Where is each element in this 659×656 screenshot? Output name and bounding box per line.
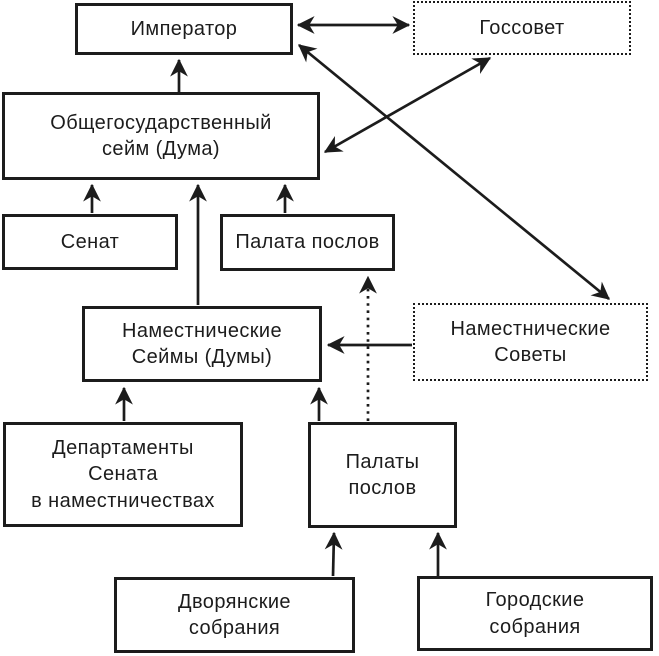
node-gossovet: Госсовет xyxy=(413,1,631,55)
node-city-assemblies: Городские собрания xyxy=(417,576,653,651)
node-chamber-of-envoys: Палата послов xyxy=(220,214,395,271)
node-national-sejm: Общегосударственный сейм (Дума) xyxy=(2,92,320,180)
node-senate-departments: Департаменты Сената в наместничествах xyxy=(3,422,243,527)
node-viceroyal-sejms: Наместнические Сеймы (Думы) xyxy=(82,306,322,382)
node-chambers-of-envoys: Палаты послов xyxy=(308,422,457,528)
edge-noble-assemblies-to-chambers-of-envoys xyxy=(324,531,343,577)
node-viceroyal-councils: Наместнические Советы xyxy=(413,303,648,381)
node-noble-assemblies: Дворянские собрания xyxy=(114,577,355,653)
node-senate: Сенат xyxy=(2,214,178,270)
edge-gossovet-national-sejm-double-arrow xyxy=(323,56,492,154)
node-emperor: Император xyxy=(75,3,293,55)
